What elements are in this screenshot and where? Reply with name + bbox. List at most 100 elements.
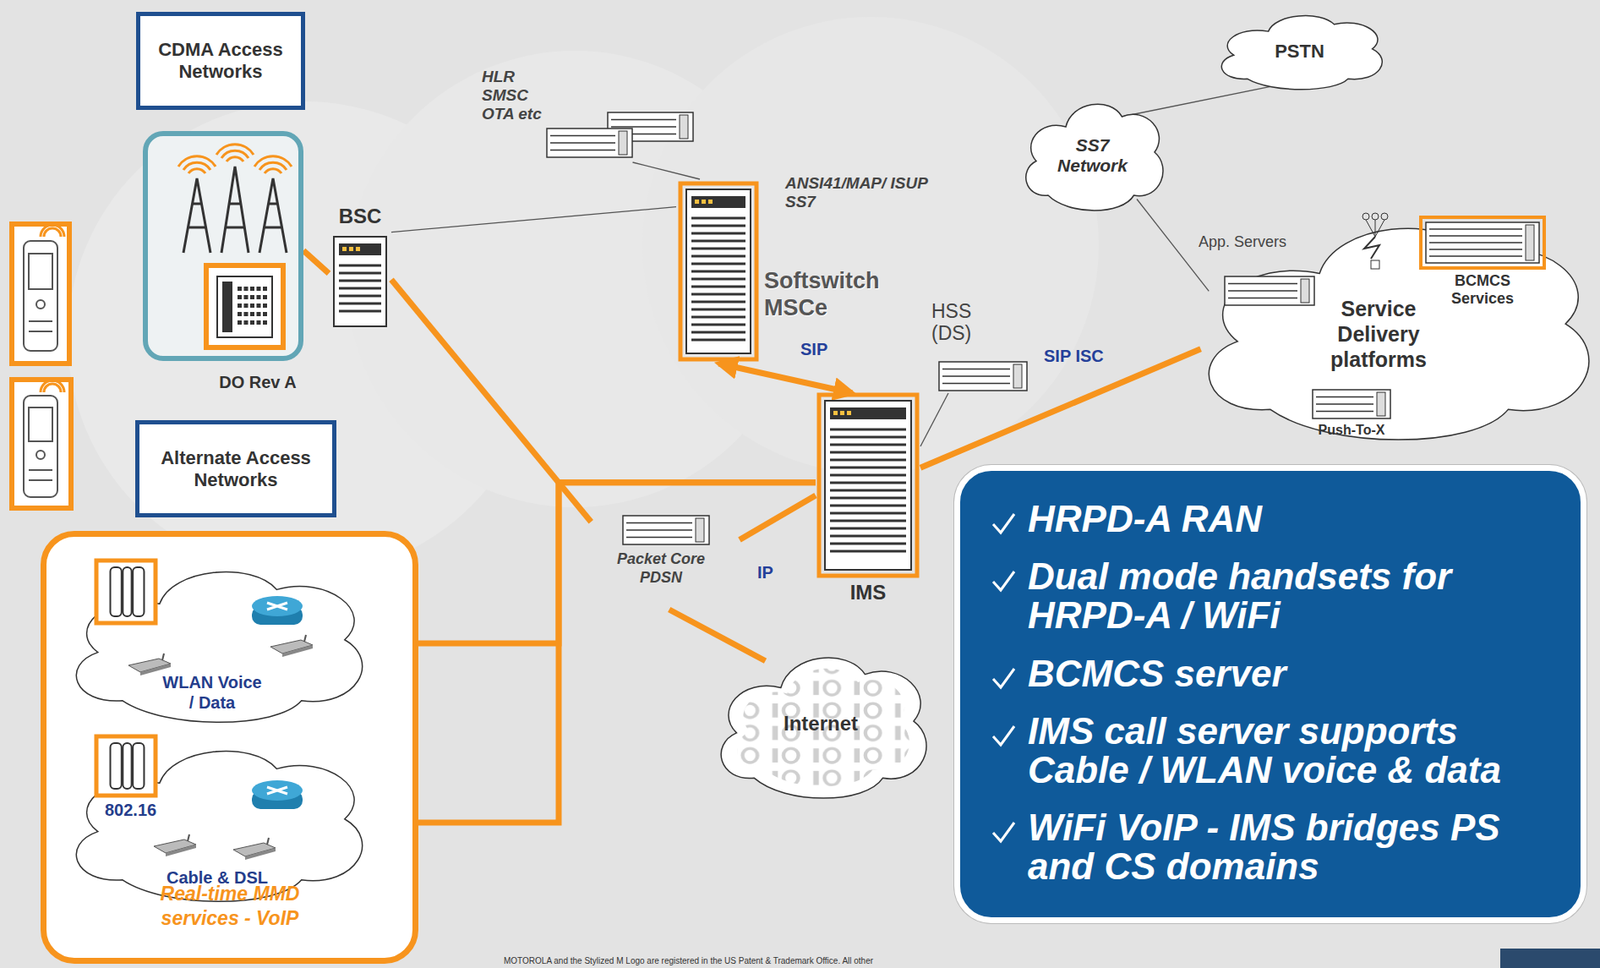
shape — [695, 518, 705, 542]
protocol-label: ANSI41/MAP/ ISUP SS7 — [785, 174, 934, 212]
shape — [237, 286, 242, 291]
shape — [338, 310, 382, 313]
checklist-text: IMS call server supports Cable / WLAN vo… — [1027, 711, 1566, 790]
network-node: BCMCS Services — [1419, 216, 1546, 320]
signalling-line — [391, 207, 677, 233]
shape — [819, 394, 918, 576]
shape — [691, 255, 746, 258]
node-label: Packet Core PDSN — [603, 550, 719, 587]
shape — [550, 135, 616, 137]
checklist-text: Dual mode handsets for HRPD-A / WiFi — [1027, 556, 1566, 635]
shape — [942, 375, 1011, 377]
node-label: SS7 Network — [1039, 121, 1146, 190]
shape — [28, 330, 53, 333]
access-point-icon — [150, 834, 198, 857]
shape — [40, 380, 65, 393]
shape — [993, 513, 1015, 533]
shape — [830, 451, 907, 454]
shape — [132, 742, 144, 789]
shape — [993, 726, 1015, 745]
network-node: CDMA Access Networks — [136, 11, 306, 110]
shape — [355, 246, 361, 252]
shape — [256, 303, 262, 308]
shape — [251, 595, 303, 617]
shape — [333, 236, 387, 327]
shape — [679, 114, 689, 139]
shape — [611, 125, 677, 128]
shape — [96, 560, 156, 623]
shape — [36, 300, 45, 309]
edge-label: IP — [754, 562, 776, 583]
shape — [338, 287, 382, 290]
shape — [830, 407, 907, 420]
shape — [1429, 234, 1523, 237]
access-point-icon — [125, 653, 173, 676]
shape — [830, 466, 907, 470]
shape — [550, 149, 616, 152]
shape — [251, 780, 303, 801]
shape — [1420, 217, 1545, 268]
shape — [1381, 212, 1388, 220]
shape — [267, 786, 288, 794]
checklist-item: IMS call server supports Cable / WLAN vo… — [990, 711, 1566, 790]
shape — [23, 240, 58, 351]
shape — [1026, 103, 1164, 211]
shape — [846, 410, 852, 416]
shape — [546, 128, 633, 158]
shape — [691, 232, 746, 235]
link-line — [669, 609, 766, 661]
shape — [256, 286, 262, 291]
shape — [691, 338, 746, 342]
shape — [28, 479, 53, 481]
network-node: SS7 Network — [1018, 91, 1167, 219]
shape — [217, 276, 273, 338]
shape — [28, 320, 53, 323]
node-label: CDMA Access Networks — [140, 16, 301, 106]
network-node: HRPD-A RANDual mode handsets for HRPD-A … — [954, 464, 1587, 923]
shape — [262, 320, 268, 325]
network-node: Push-To-X — [1301, 388, 1402, 454]
antenna-tower-icon — [163, 142, 290, 257]
shape — [28, 253, 53, 290]
terminal-icon — [94, 558, 158, 625]
shape — [1316, 410, 1374, 413]
shape — [338, 264, 382, 268]
shape — [1300, 278, 1310, 303]
shape — [237, 311, 242, 317]
check-mark — [990, 511, 1016, 537]
shape — [237, 320, 242, 325]
shape — [1370, 260, 1380, 269]
shape — [244, 311, 249, 317]
shape — [1312, 389, 1391, 419]
shape — [830, 535, 907, 538]
shape — [165, 844, 197, 857]
node-label: BCMCS Services — [1431, 272, 1534, 307]
shape — [1362, 212, 1370, 220]
shape — [626, 536, 693, 539]
node-label: WLAN Voice / Data — [160, 671, 264, 713]
link-line — [360, 482, 816, 644]
signalling-line — [920, 393, 949, 447]
shape — [830, 496, 907, 500]
shape — [691, 300, 746, 304]
shape — [701, 199, 706, 204]
server-tower-icon — [678, 181, 759, 361]
shape — [110, 567, 122, 617]
shape — [686, 189, 751, 354]
shape — [338, 243, 382, 256]
node-label: Push-To-X — [1301, 422, 1402, 438]
network-node: 802.16Cable & DSL — [60, 732, 370, 912]
shape — [1376, 392, 1386, 416]
shape — [250, 286, 255, 291]
shape — [618, 131, 628, 155]
shape — [830, 542, 907, 546]
shape — [550, 141, 616, 144]
link-line — [920, 349, 1202, 468]
network-node: PSTN — [1212, 6, 1387, 95]
shape — [824, 400, 912, 570]
link-line — [739, 495, 816, 540]
access-point-icon — [267, 634, 315, 657]
shape — [942, 368, 1011, 371]
node-label: HLR SMSC OTA etc — [481, 67, 558, 124]
shape — [830, 428, 907, 432]
